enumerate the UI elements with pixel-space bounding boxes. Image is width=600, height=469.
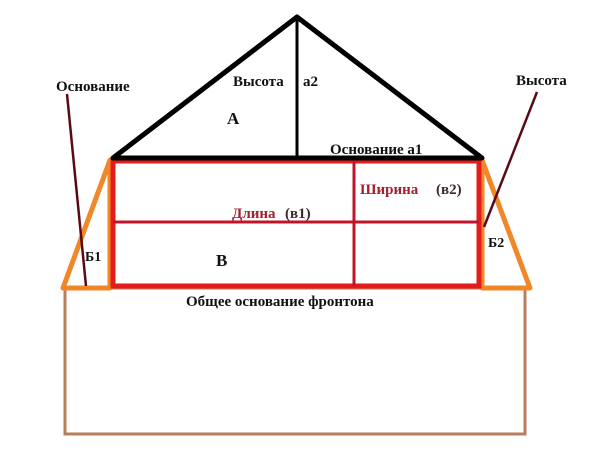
label-b2: Б2 — [488, 236, 504, 251]
label-width-var: (в2) — [436, 182, 462, 198]
label-length: Длина — [232, 206, 276, 222]
label-length-var: (в1) — [285, 206, 311, 222]
label-width: Ширина — [360, 182, 419, 198]
pointer-line-base — [65, 93, 88, 287]
label-common-base: Общее основание фронтона — [186, 294, 374, 310]
label-b1: Б1 — [85, 250, 101, 265]
label-height-right: Высота — [516, 73, 567, 89]
label-base-a1: Основание a1 — [330, 142, 422, 158]
label-region-b: В — [216, 251, 227, 270]
label-height: Высота — [233, 74, 284, 90]
label-height-a2: a2 — [303, 74, 318, 90]
side-triangle-b1 — [60, 157, 113, 291]
label-base-left: Основание — [56, 79, 130, 95]
label-region-a: А — [227, 109, 240, 128]
side-triangle-b2 — [479, 157, 533, 291]
pointer-line-height — [482, 91, 539, 228]
